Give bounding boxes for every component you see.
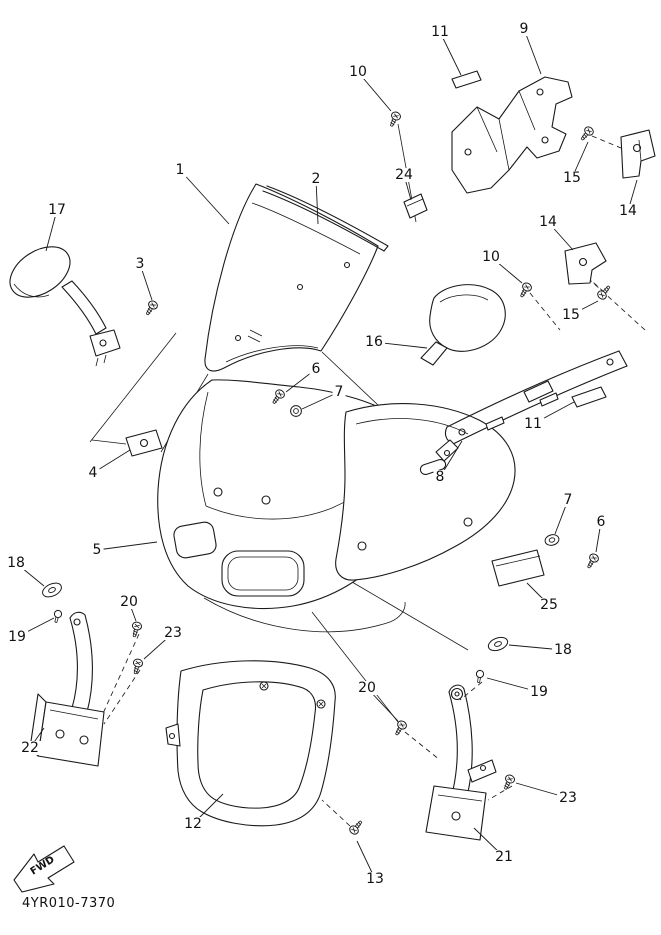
cowl-stay	[435, 350, 628, 462]
clamp-bracket-14-mid	[564, 242, 607, 285]
callout-19: 19	[6, 629, 28, 645]
callout-24: 24	[393, 167, 415, 183]
washer-7-right	[543, 532, 561, 548]
callout-21: 21	[493, 849, 515, 865]
callout-2: 2	[309, 171, 323, 187]
callout-6: 6	[309, 361, 323, 377]
callout-16: 16	[363, 334, 385, 350]
callout-1: 1	[173, 162, 187, 178]
callout-10: 10	[480, 249, 502, 265]
screw-15-top	[577, 124, 596, 143]
callout-23: 23	[162, 625, 184, 641]
mirror-assembly	[9, 246, 121, 367]
callout-22: 22	[19, 740, 41, 756]
screw-20-right	[392, 718, 409, 738]
callout-14: 14	[537, 214, 559, 230]
screw-3	[142, 298, 160, 318]
mirror-base-16	[420, 284, 506, 366]
callout-11: 11	[429, 24, 451, 40]
callout-13: 13	[364, 871, 386, 887]
callout-17: 17	[46, 202, 68, 218]
rivet-19-left	[51, 609, 63, 624]
leader-line-1	[179, 169, 230, 225]
screw-10-mid	[517, 280, 534, 300]
leader-line-9	[523, 28, 542, 75]
screw-13	[347, 818, 366, 837]
leader-line-11	[439, 31, 462, 76]
fwd-arrow-icon: FWD	[13, 845, 75, 893]
callout-25: 25	[538, 597, 560, 613]
rivet-19-right	[474, 669, 485, 684]
callout-15: 15	[560, 307, 582, 323]
callout-19: 19	[528, 684, 550, 700]
callout-20: 20	[356, 680, 378, 696]
damper-strip-11-mid	[571, 386, 607, 408]
leader-line-2	[315, 178, 319, 225]
top-bracket	[451, 76, 573, 194]
damper-pad-24	[403, 193, 428, 219]
screw-20-left	[129, 620, 143, 639]
callout-7: 7	[332, 384, 346, 400]
left-lower-bracket	[29, 611, 105, 767]
washer-18-left	[39, 579, 65, 601]
screw-10-top	[386, 110, 403, 129]
washer-18-right	[486, 634, 510, 654]
callout-18: 18	[5, 555, 27, 571]
windscreen-molding	[262, 185, 389, 252]
callout-14: 14	[617, 203, 639, 219]
callout-18: 18	[552, 642, 574, 658]
callout-7: 7	[561, 492, 575, 508]
damper-strip-11-top	[451, 70, 482, 89]
leader-line-5	[96, 541, 158, 551]
screw-23-left	[130, 657, 144, 676]
pad-25	[491, 549, 545, 587]
callout-3: 3	[133, 256, 147, 272]
diagram-code: 4YR010-7370	[22, 896, 116, 911]
callout-20: 20	[118, 594, 140, 610]
callout-8: 8	[433, 469, 447, 485]
callout-10: 10	[347, 64, 369, 80]
grommet-7-center	[290, 405, 302, 417]
callout-5: 5	[90, 542, 104, 558]
callout-9: 9	[517, 21, 531, 37]
right-lower-bracket	[425, 684, 497, 841]
headlight-rim	[165, 660, 336, 827]
clamp-bracket-14-right	[620, 129, 656, 179]
callout-6: 6	[594, 514, 608, 530]
callout-23: 23	[557, 790, 579, 806]
callout-11: 11	[522, 416, 544, 432]
callout-4: 4	[86, 465, 100, 481]
callout-15: 15	[561, 170, 583, 186]
callout-12: 12	[182, 816, 204, 832]
screw-6-right	[584, 551, 601, 571]
